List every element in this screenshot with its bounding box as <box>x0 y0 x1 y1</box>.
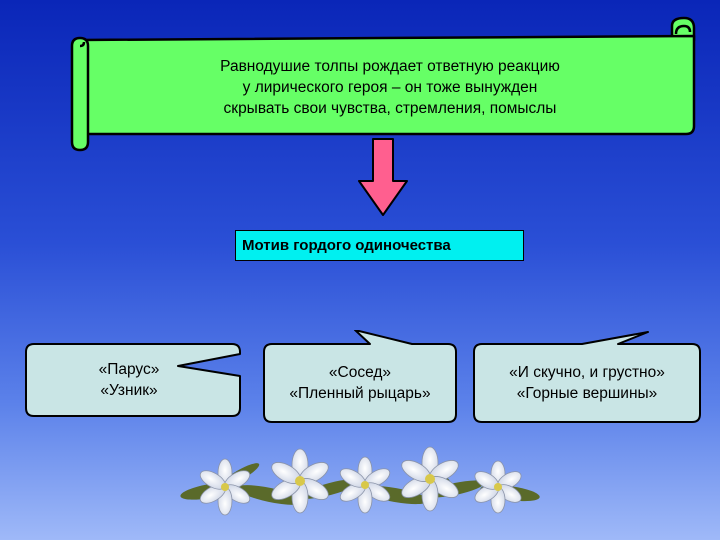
scroll-line-2: у лирического героя – он тоже вынужден <box>242 78 538 96</box>
flower-garland-image <box>180 446 540 516</box>
callout-3: «И скучно, и грустно» «Горные вершины» <box>474 344 700 422</box>
callout-1-line-1: «Парус» <box>98 361 160 378</box>
callout-2-line-2: «Пленный рыцарь» <box>289 385 431 402</box>
callout-2-shape <box>263 330 457 423</box>
down-arrow <box>358 138 408 216</box>
scroll-text: Равнодушие толпы рождает ответную реакци… <box>90 52 690 122</box>
callout-3-line-1: «И скучно, и грустно» <box>509 364 665 381</box>
scroll-banner <box>70 16 696 152</box>
callout-3-shape <box>473 331 701 423</box>
scroll-line-1: Равнодушие толпы рождает ответную реакци… <box>220 57 560 75</box>
callout-3-line-2: «Горные вершины» <box>516 385 658 402</box>
callout-1-shape <box>25 343 241 417</box>
motif-box: Мотив гордого одиночества <box>235 230 524 261</box>
callout-2-line-1: «Сосед» <box>328 364 392 381</box>
callout-1: «Парус» «Узник» <box>26 344 240 416</box>
scroll-line-3: скрывать свои чувства, стремления, помыс… <box>223 99 557 117</box>
callout-shapes <box>25 330 701 423</box>
callout-1-line-2: «Узник» <box>100 382 158 399</box>
motif-label: Мотив гордого одиночества <box>242 237 451 254</box>
callout-2: «Сосед» «Пленный рыцарь» <box>264 344 456 422</box>
